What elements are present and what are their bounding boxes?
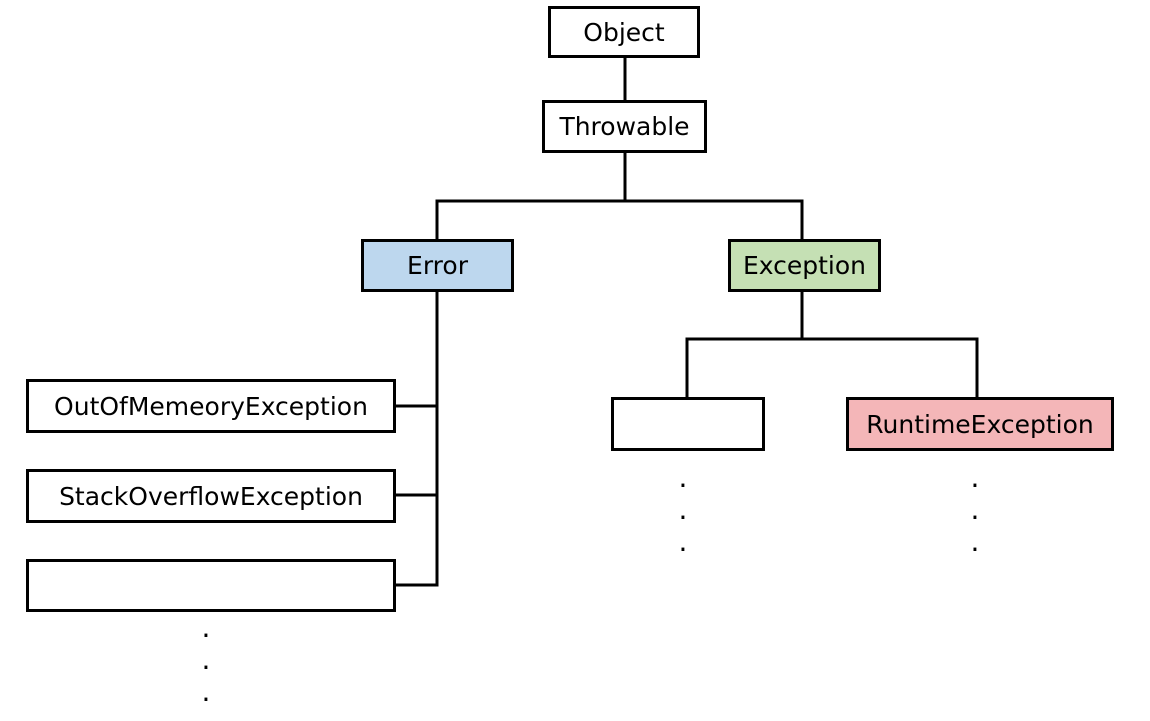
node-error: Error (361, 239, 514, 292)
ellipsis-dot: · (970, 533, 980, 566)
ellipsis-dot: · (201, 683, 211, 716)
ellipsis-dot: · (201, 651, 211, 684)
ellipsis-runtime-exception-children: · · · (965, 470, 985, 566)
ellipsis-dot: · (678, 533, 688, 566)
node-out-of-memory-exception: OutOfMemeoryException (26, 379, 396, 433)
node-exception: Exception (728, 239, 881, 292)
node-stack-overflow-exception: StackOverflowException (26, 469, 396, 523)
node-exception-blank-child (611, 397, 765, 451)
ellipsis-dot: · (678, 501, 688, 534)
ellipsis-dot: · (970, 501, 980, 534)
ellipsis-dot: · (970, 469, 980, 502)
node-error-blank-child (26, 559, 396, 612)
ellipsis-exception-children: · · · (673, 470, 693, 566)
node-runtime-exception: RuntimeException (846, 397, 1114, 451)
ellipsis-error-children: · · · (196, 620, 216, 716)
node-object: Object (548, 6, 700, 58)
ellipsis-dot: · (678, 469, 688, 502)
ellipsis-dot: · (201, 619, 211, 652)
node-throwable: Throwable (542, 100, 707, 153)
